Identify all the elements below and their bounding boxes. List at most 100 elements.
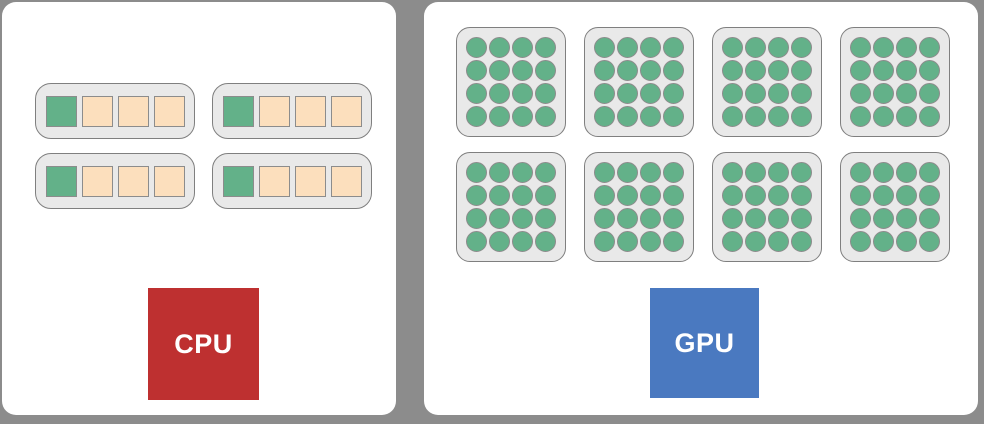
gpu-core-dot [617, 60, 638, 81]
gpu-core-dot [512, 60, 533, 81]
gpu-core-dot [745, 208, 766, 229]
gpu-core-dot [594, 231, 615, 252]
gpu-block [840, 152, 950, 262]
gpu-core-dot [873, 37, 894, 58]
core-cell-peach [259, 165, 290, 197]
gpu-core-dot [850, 208, 871, 229]
gpu-block [712, 27, 822, 137]
gpu-core-dot [873, 106, 894, 127]
gpu-core-dot [850, 106, 871, 127]
cpu-label-box: CPU [148, 288, 259, 400]
gpu-core-dot [768, 106, 789, 127]
cpu-core-grid [35, 83, 372, 209]
gpu-core-dot [919, 208, 940, 229]
gpu-core-dot [535, 106, 556, 127]
gpu-core-dot [489, 208, 510, 229]
cpu-core [35, 83, 195, 139]
gpu-core-dot [466, 83, 487, 104]
gpu-core-dot [919, 83, 940, 104]
gpu-core-dot [896, 162, 917, 183]
gpu-core-dot [745, 83, 766, 104]
gpu-core-dot [489, 60, 510, 81]
gpu-core-dot [594, 83, 615, 104]
gpu-block [456, 152, 566, 262]
gpu-core-dot [722, 231, 743, 252]
core-cell-peach [118, 95, 149, 127]
cpu-label: CPU [174, 328, 233, 359]
gpu-core-dot [791, 37, 812, 58]
gpu-core-dot [512, 185, 533, 206]
gpu-core-dot [768, 208, 789, 229]
gpu-core-dot [640, 162, 661, 183]
gpu-core-dot [722, 208, 743, 229]
gpu-core-dot [919, 185, 940, 206]
gpu-core-dot [663, 185, 684, 206]
core-cell-peach [259, 95, 290, 127]
gpu-core-dot [617, 208, 638, 229]
gpu-core-dot [640, 208, 661, 229]
gpu-core-dot [745, 106, 766, 127]
gpu-core-dot [791, 185, 812, 206]
gpu-block [840, 27, 950, 137]
gpu-core-dot [896, 208, 917, 229]
gpu-core-dot [594, 60, 615, 81]
cpu-core [212, 83, 372, 139]
gpu-block [584, 152, 694, 262]
gpu-core-dot [896, 37, 917, 58]
gpu-core-dot [663, 208, 684, 229]
gpu-core-dot [919, 60, 940, 81]
core-cell-green [46, 95, 77, 127]
gpu-core-dot [791, 231, 812, 252]
gpu-core-dot [768, 162, 789, 183]
gpu-core-dot [663, 83, 684, 104]
gpu-core-dot [535, 60, 556, 81]
gpu-core-dot [489, 37, 510, 58]
gpu-block [456, 27, 566, 137]
gpu-label: GPU [674, 327, 735, 358]
gpu-core-dot [873, 60, 894, 81]
gpu-core-dot [535, 208, 556, 229]
gpu-core-dot [663, 162, 684, 183]
core-cell-peach [295, 95, 326, 127]
gpu-core-dot [873, 83, 894, 104]
gpu-core-dot [512, 231, 533, 252]
gpu-core-dot [640, 60, 661, 81]
gpu-core-dot [535, 37, 556, 58]
gpu-core-dot [722, 83, 743, 104]
gpu-core-dot [768, 231, 789, 252]
gpu-core-dot [896, 83, 917, 104]
core-cell-green [46, 165, 77, 197]
gpu-core-dot [791, 162, 812, 183]
gpu-core-dot [512, 37, 533, 58]
gpu-core-dot [617, 185, 638, 206]
core-cell-peach [154, 165, 185, 197]
gpu-core-dot [722, 162, 743, 183]
gpu-core-dot [640, 83, 661, 104]
cpu-panel: CPU [2, 2, 396, 415]
gpu-core-dot [535, 231, 556, 252]
gpu-core-dot [896, 185, 917, 206]
gpu-core-dot [896, 60, 917, 81]
gpu-core-dot [722, 60, 743, 81]
gpu-core-dot [512, 208, 533, 229]
gpu-core-dot [722, 185, 743, 206]
gpu-core-dot [768, 185, 789, 206]
core-cell-peach [82, 95, 113, 127]
gpu-core-dot [873, 208, 894, 229]
gpu-core-dot [850, 162, 871, 183]
gpu-core-dot [896, 231, 917, 252]
gpu-block-grid [456, 27, 950, 262]
gpu-core-dot [873, 231, 894, 252]
gpu-core-dot [594, 37, 615, 58]
core-cell-green [223, 95, 254, 127]
gpu-core-dot [535, 83, 556, 104]
gpu-core-dot [466, 60, 487, 81]
gpu-core-dot [768, 60, 789, 81]
gpu-core-dot [489, 231, 510, 252]
gpu-block [712, 152, 822, 262]
gpu-core-dot [850, 83, 871, 104]
core-cell-peach [118, 165, 149, 197]
gpu-core-dot [745, 231, 766, 252]
gpu-core-dot [489, 185, 510, 206]
gpu-core-dot [617, 162, 638, 183]
